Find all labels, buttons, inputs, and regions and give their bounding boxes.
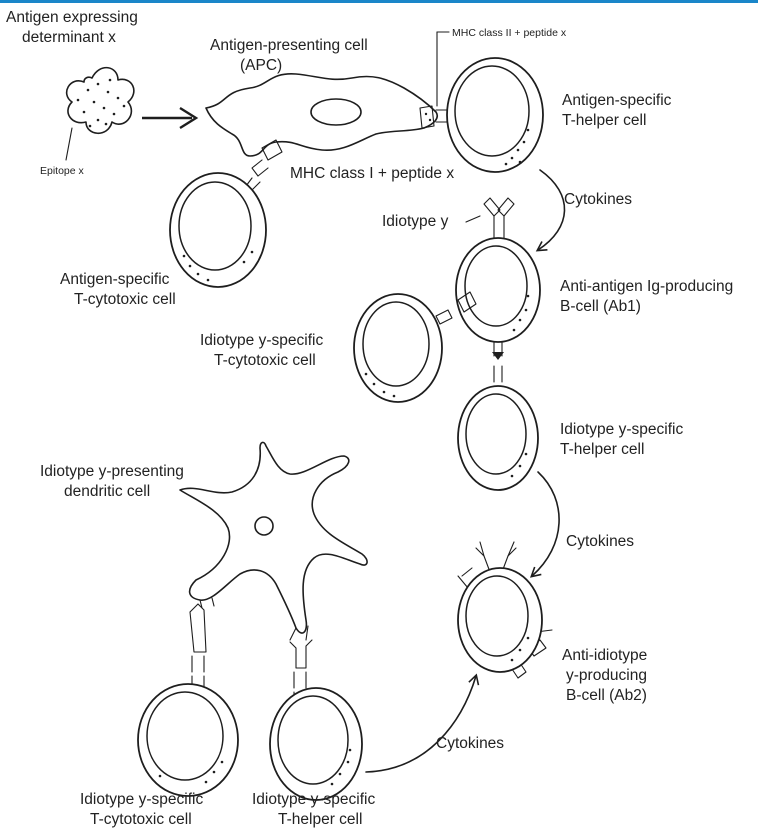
b2-cell (458, 568, 542, 672)
ab1-surface-ig (466, 198, 514, 238)
th3-cell (270, 688, 362, 800)
tc3-cell (138, 684, 238, 796)
b1-cell (456, 238, 540, 342)
cytokines-arrow-1 (538, 170, 565, 250)
th1-cell (447, 58, 543, 172)
cytokines-arrow-2 (532, 472, 559, 576)
mhc2-complex (420, 32, 449, 128)
cytokines-label-1: Cytokines (564, 191, 632, 208)
antigen-particle (66, 68, 134, 160)
cytokines-label-2: Cytokines (566, 533, 634, 550)
cytokines-label-3: Cytokines (436, 735, 504, 752)
apc-cell (206, 74, 437, 156)
epitope-label: Epitope x (40, 165, 85, 177)
tc1-cell (170, 173, 266, 287)
antigen-stipple (77, 79, 126, 128)
mhc1-complex (246, 140, 282, 190)
mhc2-label: MHC class II + peptide x (452, 27, 567, 39)
tc2-cell (354, 294, 442, 402)
th2-cell (458, 386, 538, 490)
dendritic-cell (180, 442, 367, 640)
cytokines-arrow-3 (366, 676, 476, 772)
b1-th2-connector (492, 342, 504, 382)
mhc1-label: MHC class I + peptide x (290, 165, 454, 182)
idiotype-y-label: Idiotype y (382, 213, 449, 230)
dc-tc3-stalk (190, 604, 206, 688)
uptake-arrow (142, 108, 196, 128)
apc-label: Antigen-presenting cell(APC) (210, 37, 368, 74)
